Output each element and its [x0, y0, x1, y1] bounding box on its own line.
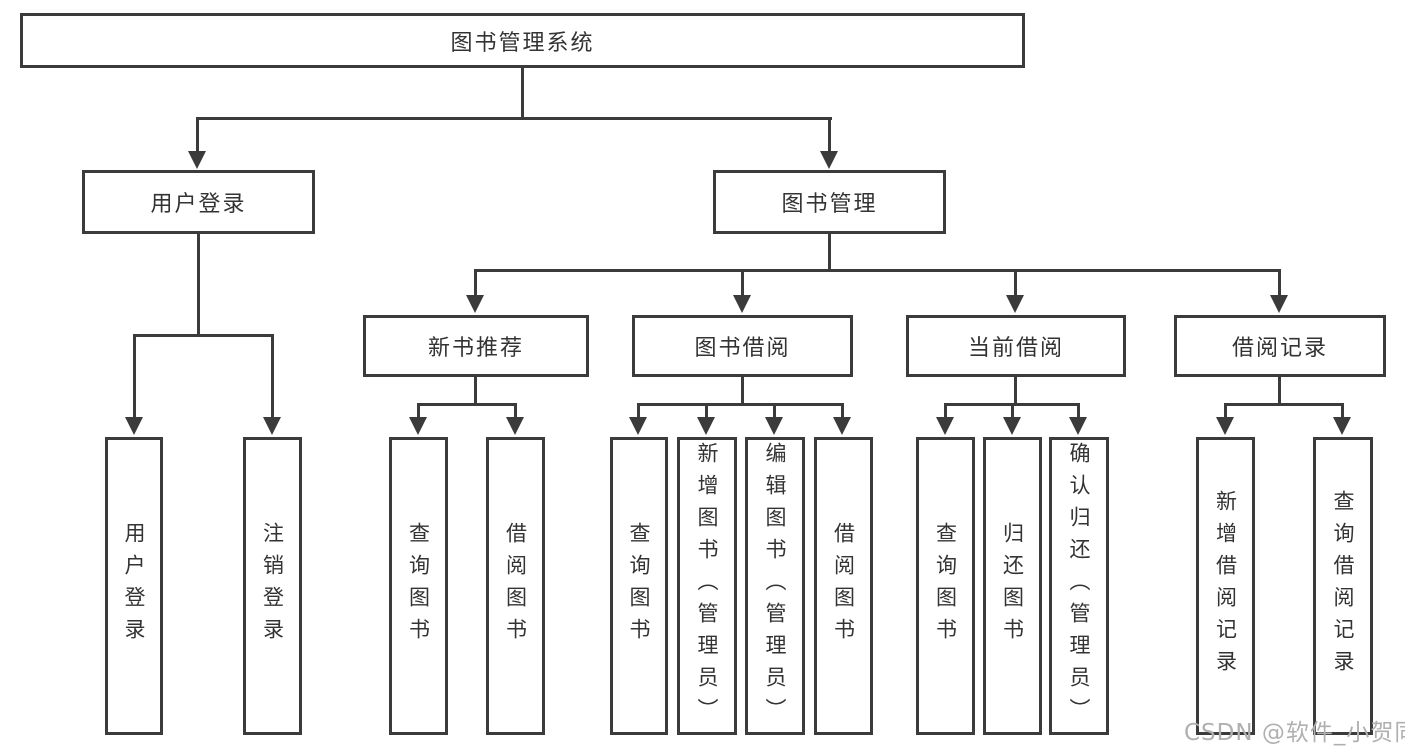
connector-drop-book-management: [828, 117, 831, 153]
arrowhead-borrowing-add: [697, 417, 715, 435]
connector-user-login-stem: [197, 232, 200, 336]
connector-records-rail: [1224, 403, 1344, 406]
arrowhead-borrowing-query: [629, 417, 647, 435]
connector-drop-current-return: [1011, 403, 1014, 419]
arrowhead-user-login: [188, 151, 206, 169]
arrowhead-borrowing-edit: [765, 417, 783, 435]
connector-book-management-rail: [474, 269, 1281, 272]
leaf-borrowing-edit-books-admin: 编辑图书（管理员）: [745, 437, 805, 735]
leaf-current-confirm-return-admin: 确认归还（管理员）: [1049, 437, 1109, 735]
arrowhead-current-query: [936, 417, 954, 435]
connector-drop-leaf-logout: [271, 334, 274, 419]
node-borrowing-records: 借阅记录: [1174, 315, 1386, 377]
connector-drop-leaf-user-login: [133, 334, 136, 419]
leaf-recommend-borrow-books: 借阅图书: [486, 437, 545, 735]
leaf-borrowing-add-books-admin: 新增图书（管理员）: [677, 437, 737, 735]
connector-drop-borrowing-edit: [773, 403, 776, 419]
arrowhead-records-query: [1333, 417, 1351, 435]
arrowhead-recommend-borrow: [506, 417, 524, 435]
leaf-records-query-record: 查询借阅记录: [1313, 437, 1373, 735]
leaf-current-query-books: 查询图书: [916, 437, 975, 735]
connector-root-stem: [521, 67, 524, 119]
arrowhead-current-return: [1003, 417, 1021, 435]
arrowhead-leaf-user-login: [125, 417, 143, 435]
node-new-book-recommend: 新书推荐: [363, 315, 589, 377]
connector-drop-borrowing-borrow: [841, 403, 844, 419]
arrowhead-book-management: [820, 151, 838, 169]
arrowhead-recommend-query: [409, 417, 427, 435]
arrowhead-current-borrowing: [1006, 295, 1024, 313]
connector-root-rail: [196, 117, 832, 120]
arrowhead-book-borrowing: [733, 295, 751, 313]
node-book-borrowing: 图书借阅: [632, 315, 853, 377]
connector-drop-new-book-recommend: [474, 269, 477, 297]
node-user-login: 用户登录: [82, 170, 315, 234]
connector-recommend-rail: [417, 403, 517, 406]
connector-drop-borrowing-add: [705, 403, 708, 419]
connector-drop-current-borrowing: [1014, 269, 1017, 297]
connector-drop-user-login: [196, 117, 199, 153]
connector-book-management-stem: [828, 232, 831, 271]
leaf-current-return-books: 归还图书: [983, 437, 1042, 735]
connector-drop-book-borrowing: [741, 269, 744, 297]
connector-records-stem: [1278, 375, 1281, 406]
connector-user-login-rail: [133, 334, 274, 337]
arrowhead-records-add: [1216, 417, 1234, 435]
arrowhead-leaf-logout: [263, 417, 281, 435]
node-library-management-system: 图书管理系统: [20, 13, 1025, 68]
connector-drop-borrowing-query: [637, 403, 640, 419]
leaf-recommend-query-books: 查询图书: [389, 437, 448, 735]
arrowhead-borrowing-borrow: [833, 417, 851, 435]
arrowhead-new-book-recommend: [466, 295, 484, 313]
node-current-borrowing: 当前借阅: [906, 315, 1126, 377]
leaf-user-login: 用户登录: [105, 437, 163, 735]
leaf-borrowing-borrow-books: 借阅图书: [814, 437, 873, 735]
connector-drop-records-add: [1224, 403, 1227, 419]
node-book-management: 图书管理: [713, 170, 946, 234]
arrowhead-borrowing-records: [1270, 295, 1288, 313]
connector-drop-recommend-query: [417, 403, 420, 419]
leaf-records-add-record: 新增借阅记录: [1196, 437, 1255, 735]
connector-borrowing-stem: [741, 375, 744, 406]
connector-current-stem: [1014, 375, 1017, 406]
leaf-logout: 注销登录: [243, 437, 302, 735]
connector-drop-records-query: [1341, 403, 1344, 419]
watermark: CSDN @软件_小贺同学: [1184, 720, 1405, 746]
connector-drop-borrowing-records: [1278, 269, 1281, 297]
connector-drop-current-query: [944, 403, 947, 419]
connector-recommend-stem: [474, 375, 477, 406]
connector-borrowing-rail: [637, 403, 843, 406]
connector-drop-recommend-borrow: [514, 403, 517, 419]
leaf-borrowing-query-books: 查询图书: [610, 437, 668, 735]
connector-drop-current-confirm: [1077, 403, 1080, 419]
arrowhead-current-confirm: [1069, 417, 1087, 435]
